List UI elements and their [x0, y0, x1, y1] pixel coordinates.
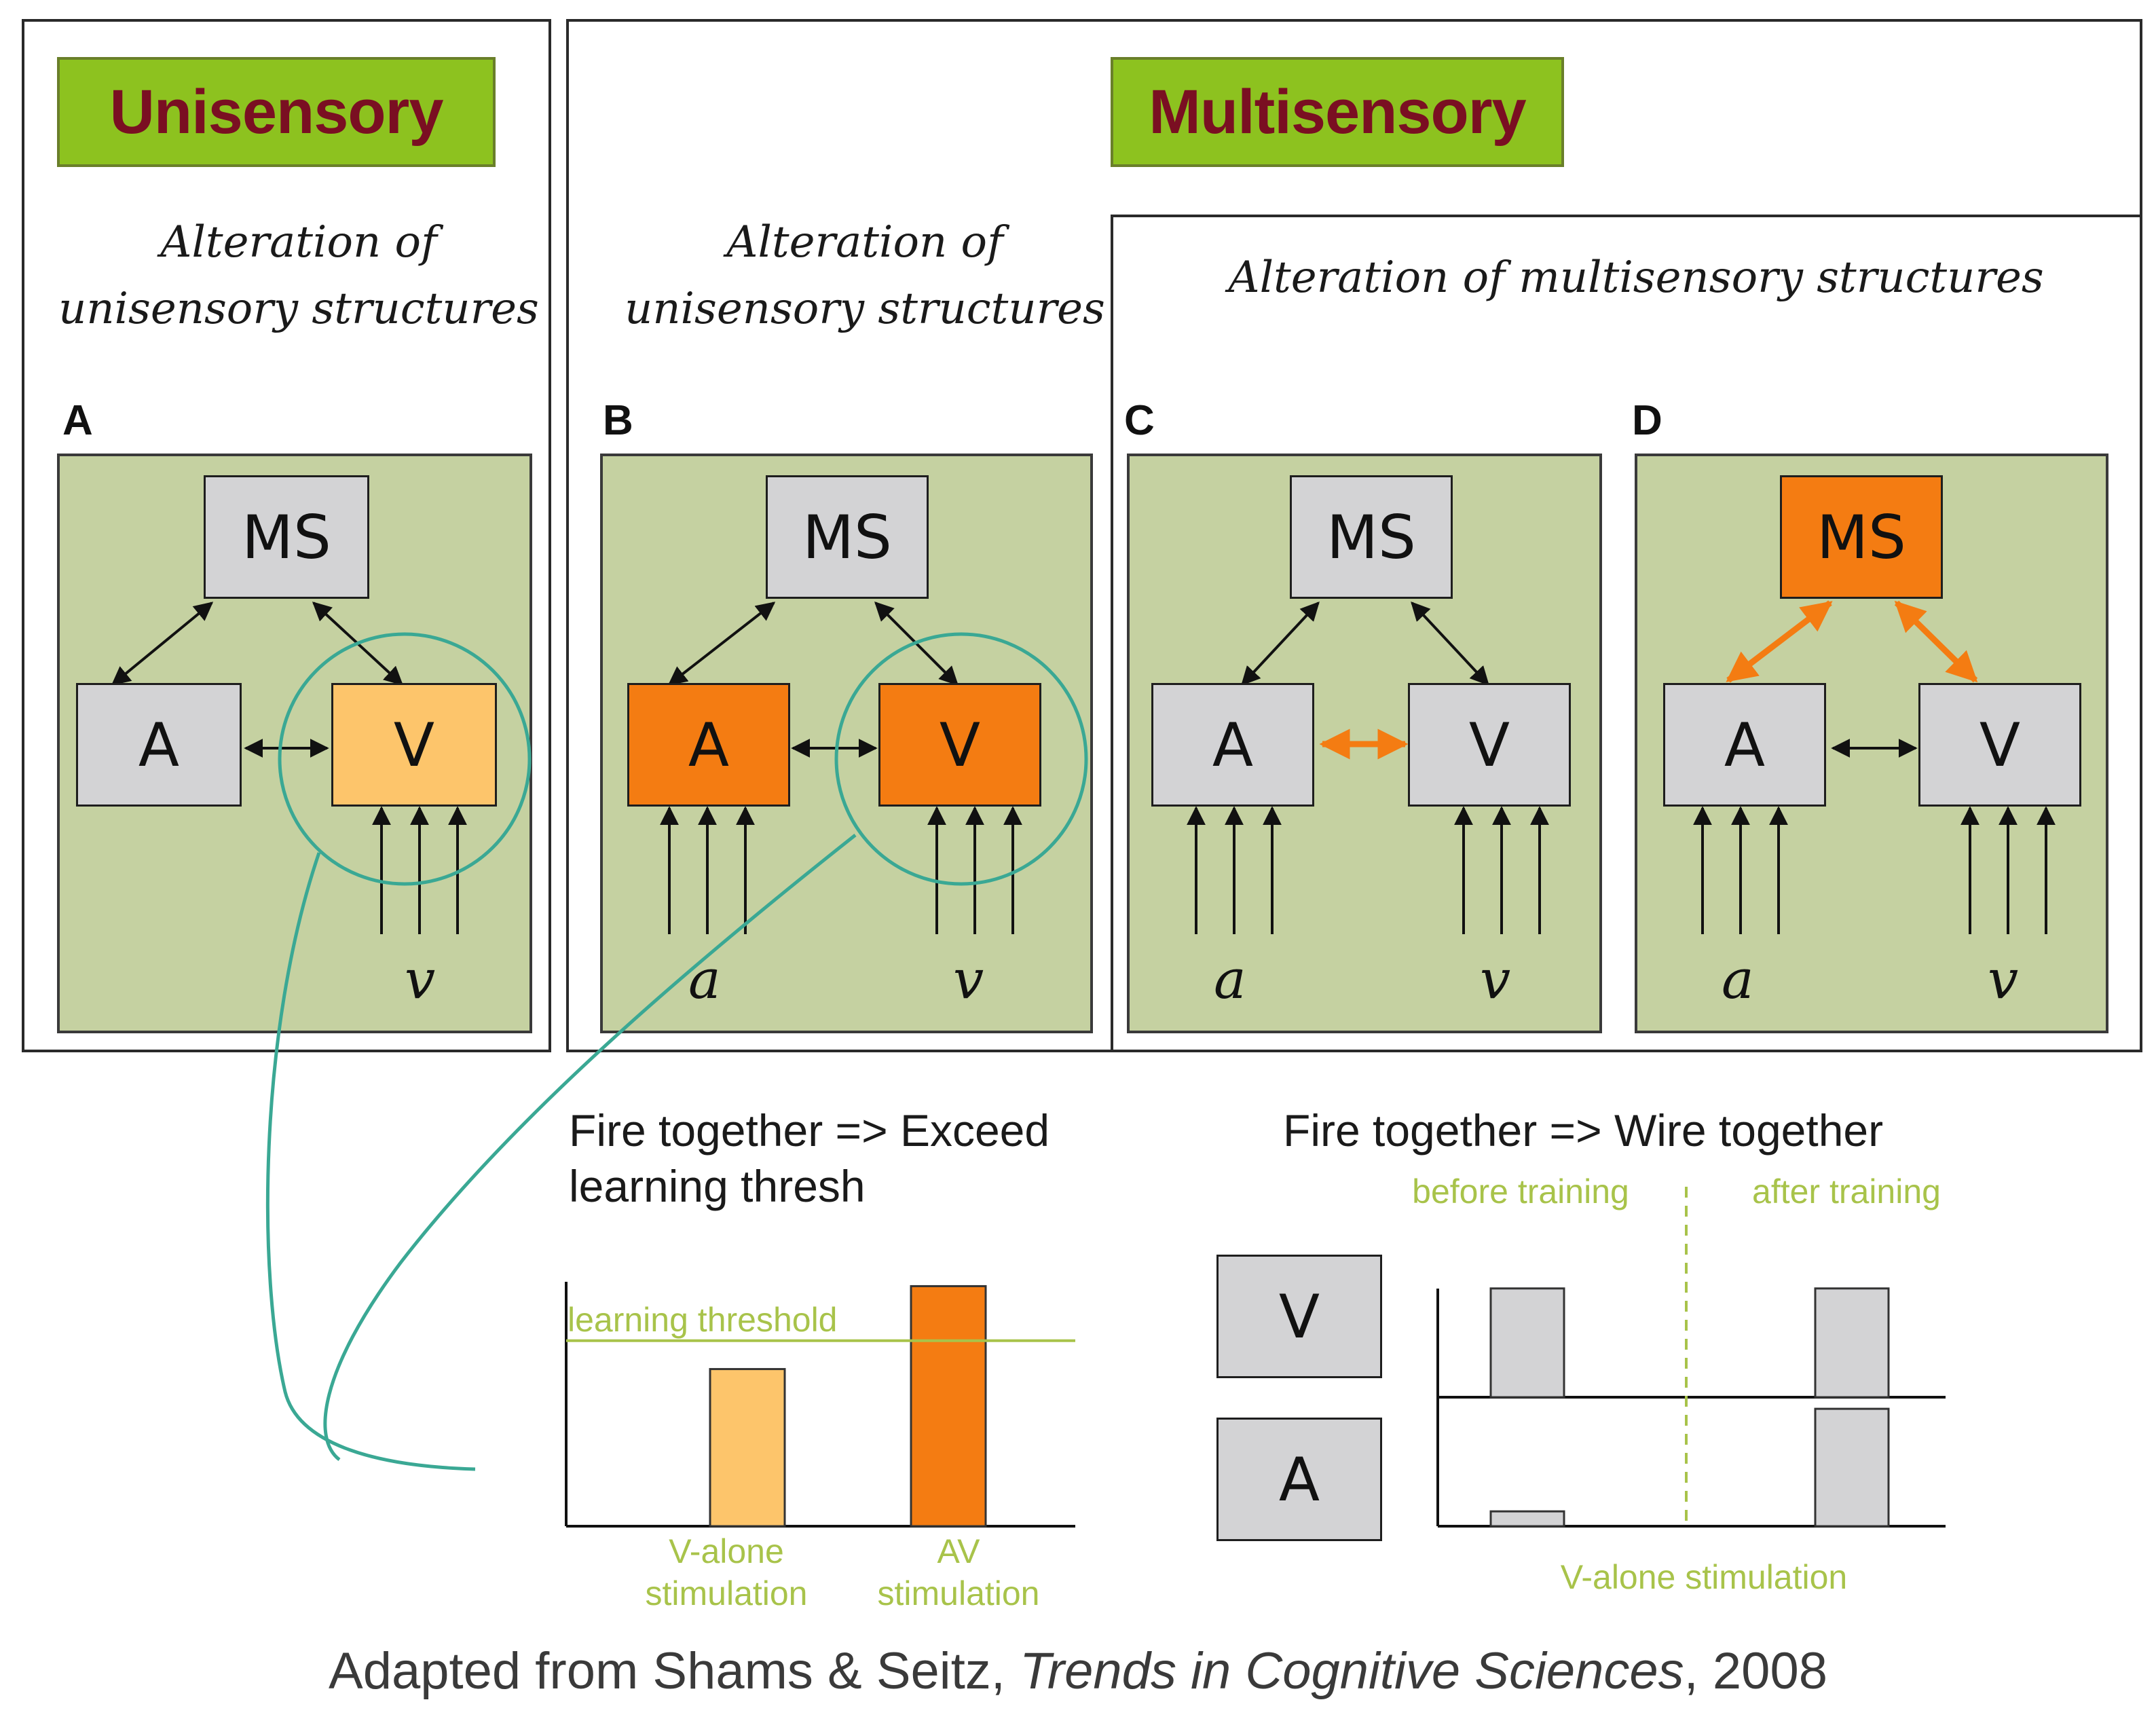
panel-b-ms-node: MS: [766, 475, 929, 599]
chart2-phase-before: before training: [1412, 1172, 1629, 1210]
panel-a-v-node: V: [331, 683, 497, 807]
multisensory-structures-frame: [1111, 215, 2142, 1052]
chart1-category-av: AV stimulation: [857, 1530, 1060, 1614]
citation-prefix: Adapted from Shams & Seitz,: [329, 1642, 1020, 1700]
chart1-category-v-alone: V-alone stimulation: [625, 1530, 828, 1614]
panel-a-ms-node: MS: [204, 475, 369, 599]
panel-d-v-node: V: [1918, 683, 2081, 807]
citation-footer: Adapted from Shams & Seitz, Trends in Co…: [0, 1642, 2156, 1701]
heading-unisensory-left: Alteration of unisensory structures: [41, 209, 557, 342]
chart-wire-together: [1436, 1187, 1946, 1528]
chart1-category-v-alone-line-1: V-alone: [669, 1532, 784, 1570]
panel-b-input-a: a: [688, 948, 721, 1011]
panel-d-ms-node: MS: [1780, 475, 1943, 599]
panel-a-input-v: v: [405, 948, 436, 1011]
panel-c-a-node: A: [1151, 683, 1314, 807]
panel-label-b: B: [603, 397, 633, 444]
caption-fire-exceed: Fire together => Exceed learning thresh: [569, 1103, 1049, 1214]
panel-label-d: D: [1632, 397, 1662, 444]
panel-d-orange-arrows: [1726, 600, 1978, 683]
chart2-row-v: V: [1216, 1255, 1382, 1378]
panel-c-v-node: V: [1408, 683, 1571, 807]
citation-journal: Trends in Cognitive Sciences: [1020, 1642, 1684, 1700]
heading-line-2: unisensory structures: [625, 284, 1105, 334]
panel-d-a-node: A: [1663, 683, 1826, 807]
highlight-tail-b: [323, 834, 857, 1461]
chart2-phase-after: after training: [1752, 1172, 1941, 1210]
chart1-bar-av: [910, 1284, 987, 1528]
panel-a-a-node: A: [76, 683, 242, 807]
heading-line-2: unisensory structures: [58, 284, 539, 334]
chart2-bar-a-after: [1814, 1407, 1890, 1528]
chart2-row-a: A: [1216, 1418, 1382, 1541]
chart1-category-v-alone-line-2: stimulation: [645, 1574, 808, 1612]
highlight-tail-a: [265, 852, 476, 1471]
unisensory-frame: [22, 19, 551, 1052]
multisensory-frame: [566, 19, 2142, 1052]
chart1-threshold-label: learning threshold: [568, 1301, 838, 1339]
citation-suffix: , 2008: [1684, 1642, 1827, 1700]
highlight-circle-b: [834, 632, 1088, 886]
caption-fire-wire: Fire together => Wire together: [1283, 1105, 1884, 1156]
heading-multisensory: Alteration of multisensory structures: [1228, 253, 2044, 303]
highlight-circle-a: [278, 632, 532, 886]
multisensory-title: Multisensory: [1111, 57, 1564, 167]
panel-label-c: C: [1124, 397, 1155, 444]
panel-b-a-node: A: [627, 683, 790, 807]
panel-d-input-a: a: [1722, 948, 1754, 1011]
panel-c-connectors: [1187, 601, 1549, 934]
chart2-bar-v-before: [1489, 1287, 1565, 1399]
chart2-bar-a-before: [1489, 1510, 1565, 1528]
panel-label-a: A: [62, 397, 93, 444]
chart1-category-av-line-2: stimulation: [877, 1574, 1040, 1612]
panel-c-input-a: a: [1214, 948, 1246, 1011]
panel-b-v-node: V: [878, 683, 1041, 807]
panel-d-input-v: v: [1988, 948, 2019, 1011]
heading-line-1: Alteration of: [726, 217, 1003, 267]
panel-d-connectors: [1693, 739, 2056, 934]
chart2-xlabel: V-alone stimulation: [1560, 1558, 1848, 1596]
chart1-category-av-line-1: AV: [937, 1532, 980, 1570]
panel-c-ms-node: MS: [1290, 475, 1453, 599]
heading-unisensory-right: Alteration of unisensory structures: [600, 209, 1130, 342]
heading-line-1: Alteration of: [160, 217, 437, 267]
caption-fire-exceed-line-1: Fire together => Exceed: [569, 1105, 1050, 1156]
panel-c-input-v: v: [1480, 948, 1511, 1011]
teal-highlights: [265, 632, 1088, 1471]
unisensory-title: Unisensory: [57, 57, 496, 167]
caption-fire-exceed-line-2: learning thresh: [569, 1161, 866, 1211]
chart1-bar-v-alone: [709, 1368, 786, 1528]
chart2-bar-v-after: [1814, 1287, 1890, 1399]
chart-learning-threshold: learning threshold: [565, 1282, 1075, 1528]
panel-b-input-v: v: [953, 948, 984, 1011]
